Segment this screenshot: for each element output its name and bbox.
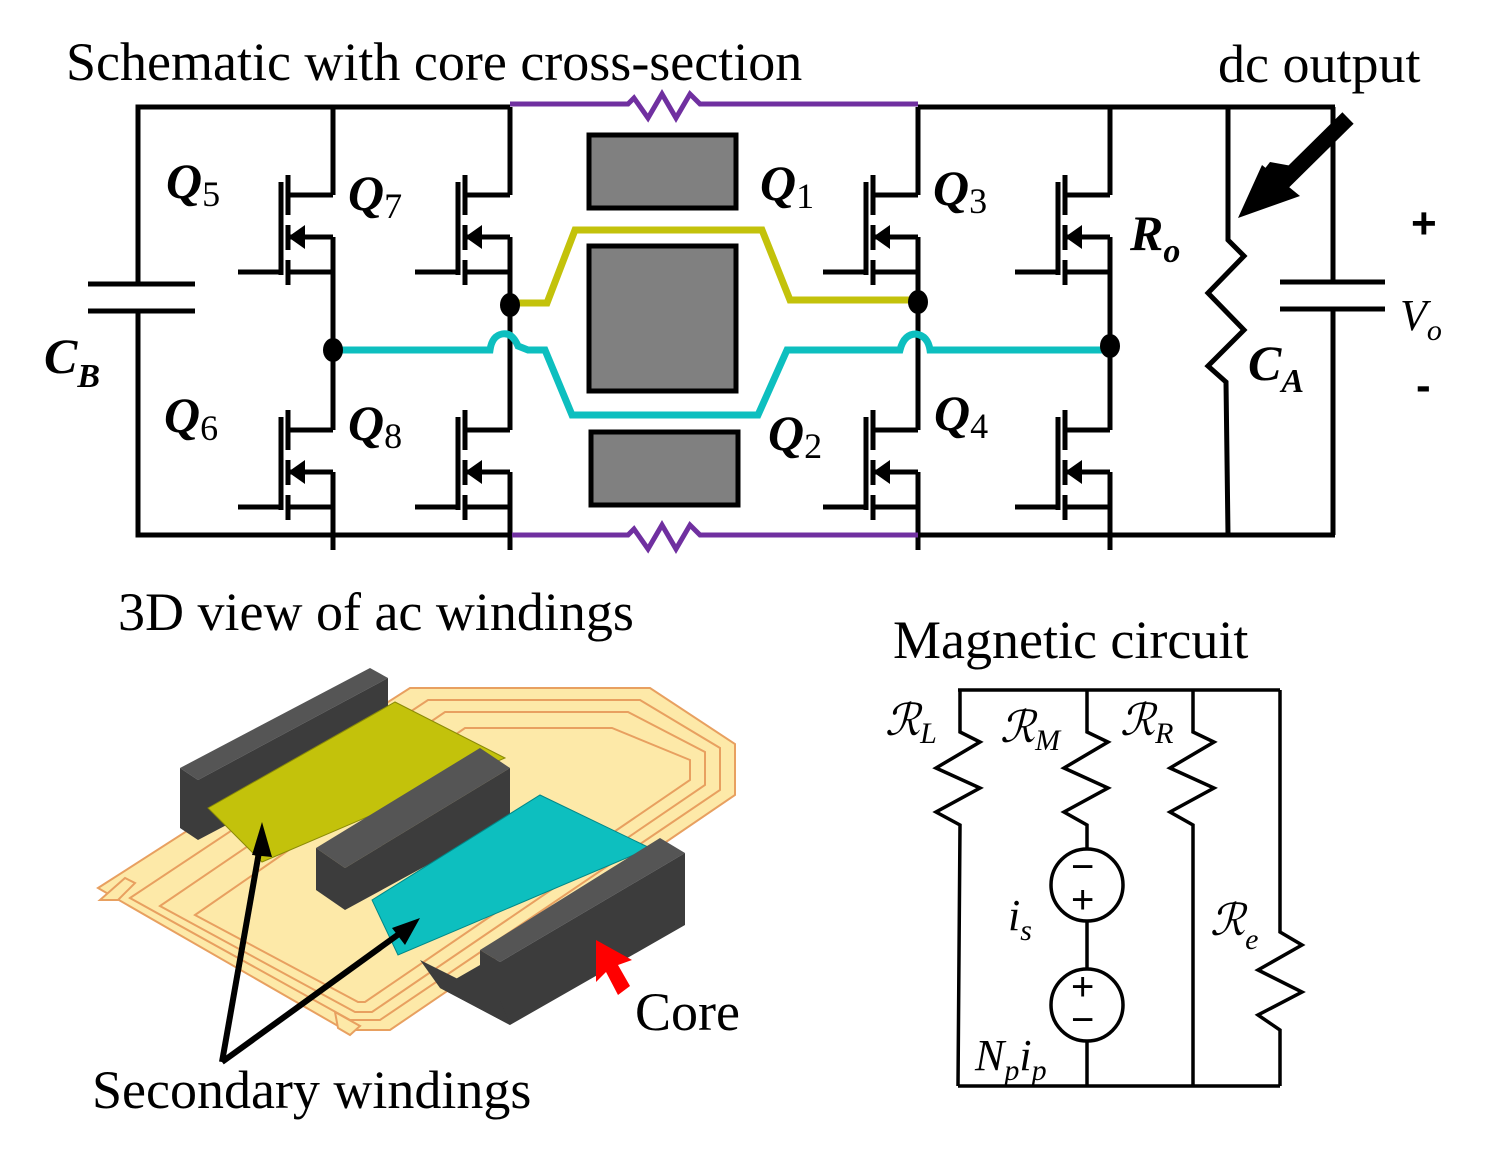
label-ro: Ro (1129, 205, 1180, 270)
mosfet-q3-symbol (1015, 135, 1110, 315)
secondary-windings-arrows (219, 822, 420, 1065)
mosfet-q7-symbol (415, 135, 510, 315)
label-q5: Q5 (166, 153, 220, 214)
label-np-ip: Npip (974, 1031, 1047, 1087)
label-vo: Vo (1400, 291, 1442, 347)
mosfet-q2-symbol (823, 370, 918, 550)
junction-dots (323, 290, 1120, 362)
secondary-windings-label: Secondary windings (92, 1060, 531, 1120)
winding-3d-view (96, 668, 736, 1037)
label-q8: Q8 (348, 395, 402, 456)
label-q4: Q4 (934, 385, 988, 446)
source-is-plus: + (1071, 878, 1094, 922)
source-np-minus: − (1071, 998, 1094, 1042)
label-is: is (1008, 891, 1032, 947)
purple-winding (510, 89, 918, 554)
mosfet-q5-symbol (238, 135, 333, 315)
magnetic-circuit-title: Magnetic circuit (893, 610, 1248, 670)
mosfet-q4-symbol (1015, 370, 1110, 550)
label-re: ℛe (1210, 896, 1258, 956)
dc-output-label: dc output (1218, 34, 1420, 94)
schematic-title: Schematic with core cross-section (66, 32, 802, 92)
source-is (1049, 847, 1125, 923)
mosfet-q1-symbol (823, 135, 918, 315)
label-q7: Q7 (348, 165, 402, 226)
core-block-bottom (588, 429, 741, 508)
label-q1: Q1 (760, 155, 814, 216)
source-np-plus: + (1071, 965, 1094, 1009)
core-label: Core (635, 982, 740, 1042)
core-block-top (586, 132, 739, 211)
core-cross-section (586, 132, 741, 508)
label-rl: ℛL (885, 696, 937, 750)
label-rr: ℛR (1120, 696, 1173, 750)
vo-plus: + (1411, 199, 1437, 248)
label-q2: Q2 (768, 405, 822, 466)
mosfet-q6-symbol (238, 370, 333, 550)
dc-output-arrow-icon (1238, 112, 1354, 218)
label-cb: CB (44, 328, 100, 395)
label-q3: Q3 (933, 160, 987, 221)
core-arrow-icon (596, 940, 632, 995)
cyan-winding (333, 330, 1110, 419)
core-block-middle (586, 243, 739, 394)
right-bridge-wiring (915, 104, 1385, 538)
yellow-winding (512, 226, 918, 307)
windings-3d-title: 3D view of ac windings (118, 582, 634, 642)
magnetic-circuit (932, 688, 1306, 1088)
vo-minus: - (1416, 361, 1431, 410)
label-q6: Q6 (164, 387, 218, 448)
label-ca: CA (1248, 335, 1304, 400)
label-rm: ℛM (1000, 703, 1062, 757)
mosfet-q8-symbol (415, 370, 510, 550)
source-is-minus: − (1071, 845, 1094, 889)
source-np-ip (1049, 967, 1125, 1043)
